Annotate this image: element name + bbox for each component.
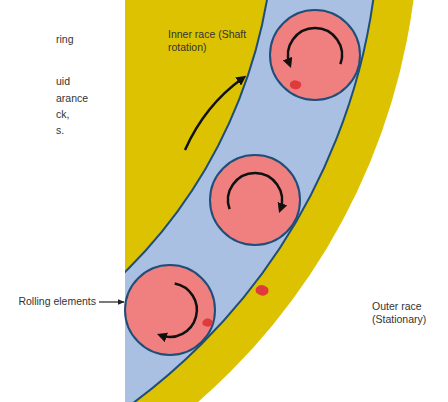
cropped-text: s. (56, 124, 116, 137)
shaft-rotation-arrow (185, 78, 243, 150)
debris-particle (290, 80, 301, 89)
part-label: Rolling elements (10, 295, 96, 308)
ball (270, 10, 360, 100)
rotation-arrows (161, 28, 342, 337)
ball (210, 155, 300, 245)
cropped-text: uid (56, 75, 116, 88)
ball-rotation-arrow (228, 173, 282, 209)
cropped-text: arance (56, 92, 116, 105)
lubricant (125, 0, 379, 402)
debris-particle (202, 318, 212, 326)
cropped-text: ck, (56, 108, 116, 121)
ball-rotation-arrow (288, 28, 342, 64)
leader-line (99, 301, 124, 302)
cropped-text: ring (56, 33, 116, 46)
ball (125, 265, 215, 355)
debris-particle (256, 285, 269, 296)
ball-rotation-arrow (161, 283, 197, 337)
rolling-elements (125, 10, 360, 355)
outer-race (125, 0, 419, 402)
debris (202, 80, 301, 326)
part-label: Outer race (Stationary) (372, 300, 436, 326)
part-label: Inner race (Shaft rotation) (168, 28, 248, 54)
